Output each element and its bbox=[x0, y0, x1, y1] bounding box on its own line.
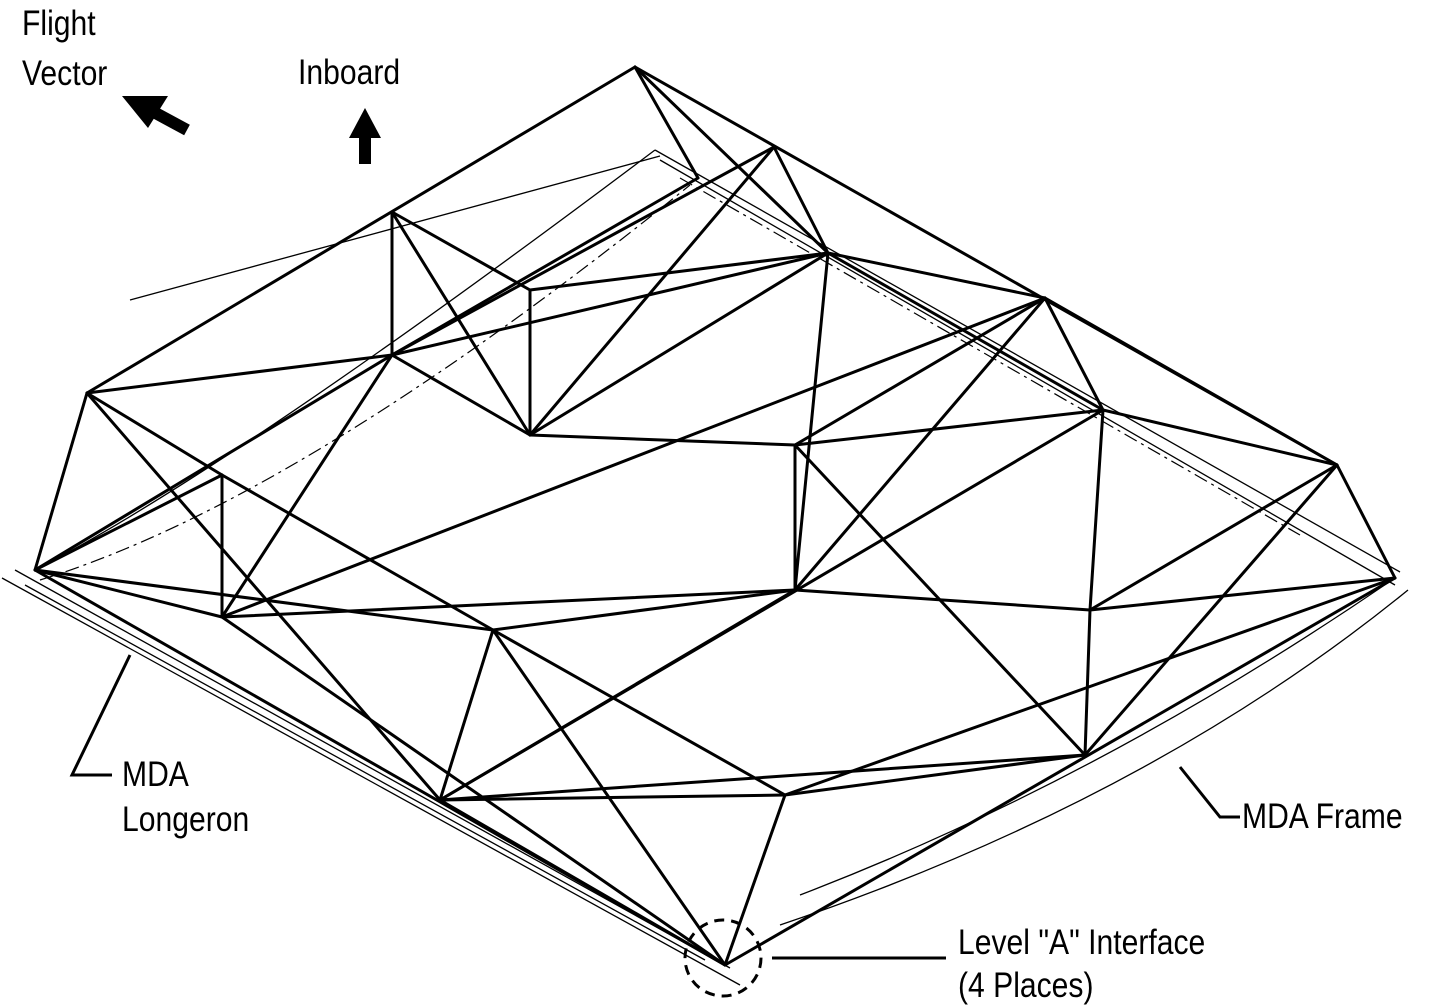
mda-frame-curves bbox=[34, 149, 1409, 926]
mda-frame-leader bbox=[1178, 766, 1240, 819]
truss-members bbox=[33, 65, 1397, 967]
mda-frame-label: MDA Frame bbox=[1242, 797, 1403, 836]
interface-label-line2: (4 Places) bbox=[958, 966, 1094, 1005]
inboard-label: Inboard bbox=[298, 53, 401, 92]
flight-vector-arrow bbox=[122, 96, 190, 136]
mda-longeron-label-line2: Longeron bbox=[122, 800, 250, 839]
mda-longeron-label-line1: MDA bbox=[122, 755, 189, 794]
flight-vector-label-line1: Flight bbox=[22, 4, 96, 43]
inboard-arrow bbox=[349, 108, 381, 164]
flight-vector-label-line2: Vector bbox=[22, 54, 108, 93]
mda-longeron-leader bbox=[69, 654, 132, 777]
mda-longeron-lines bbox=[1, 149, 1401, 986]
interface-label-line1: Level "A" Interface bbox=[958, 923, 1206, 962]
interface-circle bbox=[683, 918, 763, 998]
